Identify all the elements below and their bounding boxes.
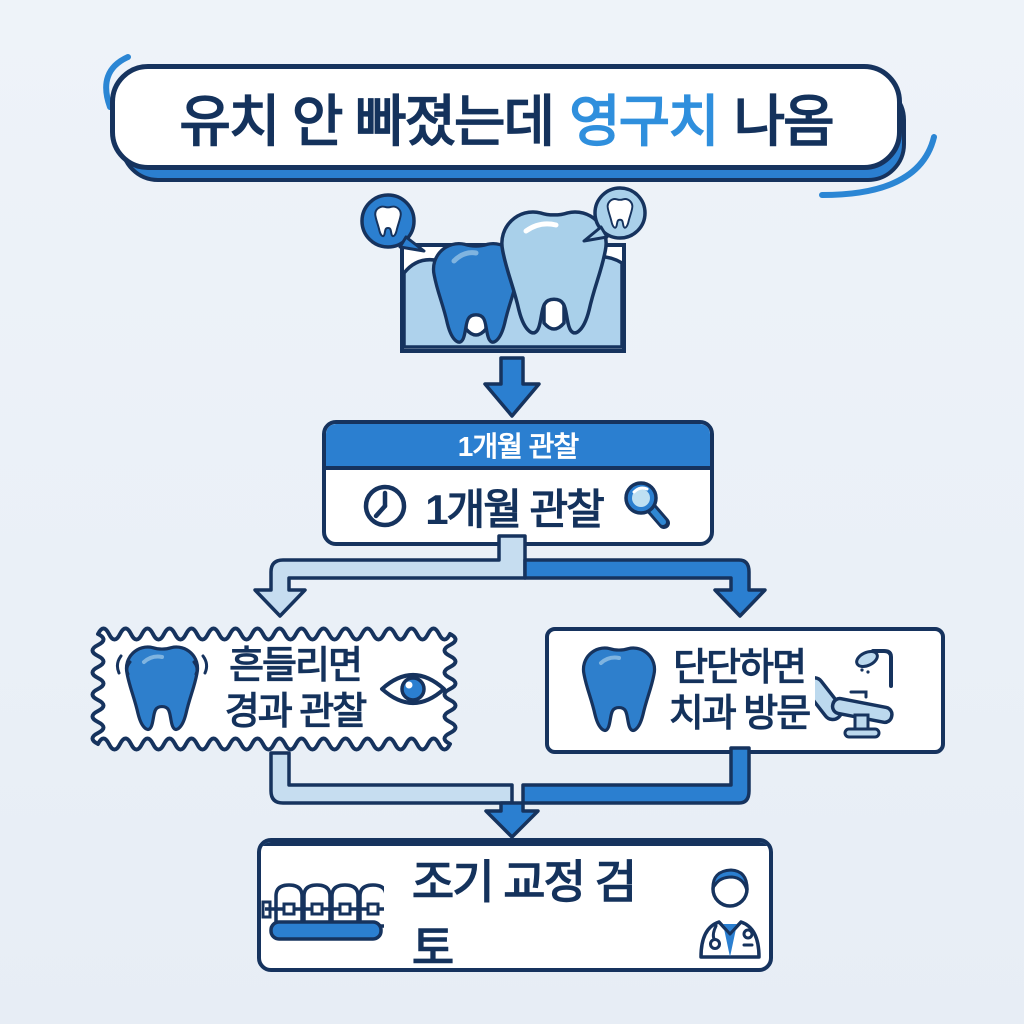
teeth-in-gum-illustration <box>360 186 647 353</box>
observe-box-header: 1개월 관찰 <box>326 424 710 470</box>
tooth-icon <box>581 645 657 732</box>
branch-left-content: 흔들리면 경과 관찰 <box>92 630 464 748</box>
magnifier-icon <box>624 481 670 529</box>
observe-box: 1개월 관찰 1개월 관찰 <box>322 420 714 546</box>
dentist-icon <box>699 868 761 959</box>
result-box-body: 조기 교정 검토 <box>261 846 769 972</box>
merge-pipe-left <box>269 751 514 805</box>
branch-right-box: 단단하면 치과 방문 <box>545 627 945 754</box>
branch-right-label: 단단하면 치과 방문 <box>668 646 811 735</box>
page-title-suffix: 나옴 <box>733 89 835 153</box>
baby-tooth-shine <box>451 250 479 264</box>
clock-icon <box>363 484 407 528</box>
split-connector <box>253 534 767 618</box>
result-box: 조기 교정 검토 <box>257 838 773 972</box>
branch-right-content: 단단하면 치과 방문 <box>549 631 941 750</box>
merge-connector <box>269 746 751 839</box>
page-title-highlight: 영구치 <box>569 89 720 153</box>
banner-swoosh-decorations <box>103 54 937 198</box>
tooth-speech-bubble-right <box>582 186 647 243</box>
permanent-tooth-shine <box>523 221 559 234</box>
shaking-tooth-icon <box>115 645 209 732</box>
result-label: 조기 교정 검토 <box>411 856 637 972</box>
eye-icon <box>380 673 446 705</box>
branch-left-label: 흔들리면 경과 관찰 <box>224 645 367 733</box>
merge-pipe-right <box>484 746 751 839</box>
tooth-speech-bubble-left <box>360 193 426 253</box>
split-pipe-right <box>523 558 767 618</box>
observe-box-body: 1개월 관찰 <box>326 470 710 542</box>
title-banner: 유치 안 빠졌는데 영구치 나옴 <box>110 64 902 170</box>
arrow-down-icon <box>483 356 541 418</box>
dental-chair-icon <box>815 648 894 738</box>
observe-box-label: 1개월 관찰 <box>425 485 605 533</box>
page-title-prefix: 유치 안 빠졌는데 <box>179 89 555 153</box>
result-box-header <box>261 842 769 846</box>
braces-icon <box>261 883 384 941</box>
split-pipe-left <box>253 534 527 618</box>
